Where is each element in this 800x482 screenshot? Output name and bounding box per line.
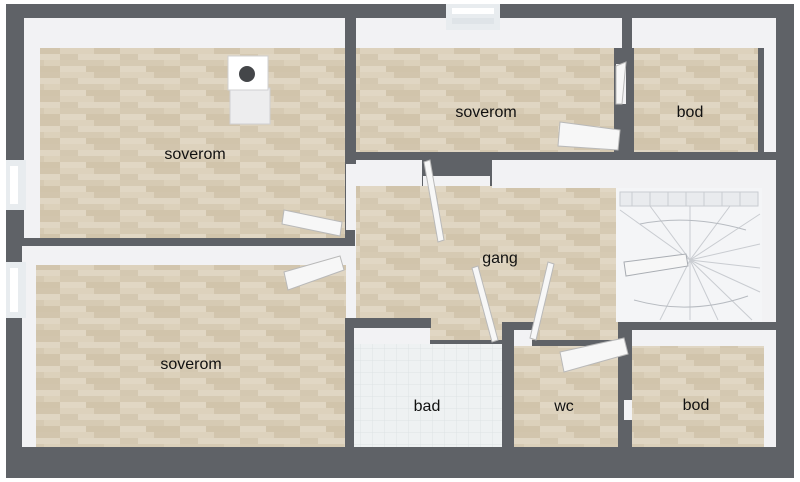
bottom-wall: [6, 447, 794, 478]
room-label-toilet: wc: [553, 398, 574, 415]
door-bedroom-top-mid[interactable]: [557, 121, 621, 151]
door-bathroom[interactable]: [471, 265, 499, 343]
staircase: [619, 191, 761, 321]
chimney: [227, 55, 271, 125]
bedroom-top-left-floor: [40, 48, 345, 238]
window-top: [446, 4, 500, 30]
stair-railing: [623, 253, 689, 277]
hallway-opening-top: [423, 176, 490, 186]
room-label-bedroom-top-left: soverom: [164, 146, 225, 163]
inner-wall-faces: [22, 18, 776, 447]
storage-bottom-right-floor: [632, 346, 764, 447]
door-bedroom-bottom-left[interactable]: [283, 255, 345, 291]
door-bedroom-top-left[interactable]: [281, 209, 343, 237]
door-toilet[interactable]: [529, 261, 555, 341]
window-left-lower: [6, 262, 26, 318]
door-storage-bottom-right[interactable]: [559, 337, 629, 373]
room-label-storage-top-right: bod: [677, 104, 704, 121]
window-left-upper: [6, 160, 26, 210]
room-label-bathroom: bad: [414, 398, 441, 415]
room-label-bedroom-top-mid: soverom: [455, 104, 516, 121]
door-storage-top-right[interactable]: [615, 61, 627, 105]
stairwell-floor: [616, 188, 762, 322]
room-label-storage-bottom-right: bod: [683, 397, 710, 414]
bedroom-bottom-left-floor: [36, 265, 346, 447]
room-label-hallway: gang: [482, 250, 518, 267]
storage-top-right-floor: [634, 48, 758, 152]
door-hallway-left[interactable]: [423, 159, 445, 243]
interior-walls: [6, 4, 776, 448]
bathroom-floor: [354, 344, 502, 447]
room-label-bedroom-bottom-left: soverom: [160, 356, 221, 373]
